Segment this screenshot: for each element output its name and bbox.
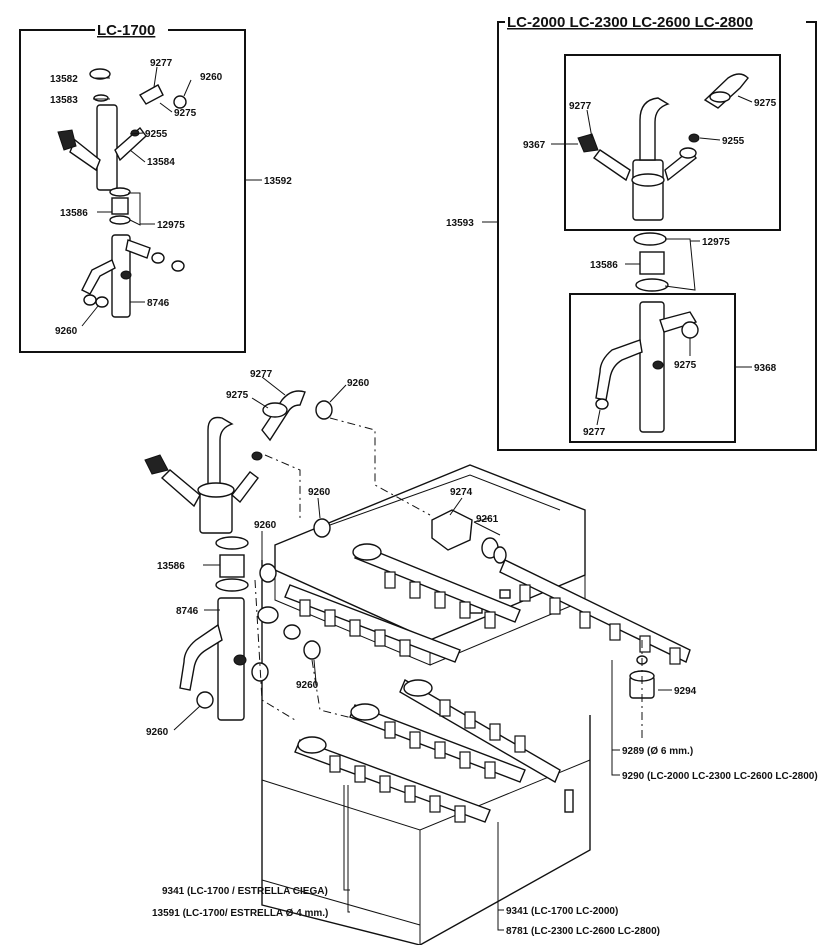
label-9277-lc2000-bottom: 9277 [583, 427, 606, 438]
lc2000-lower-subframe [569, 293, 736, 443]
lc2000-frame [497, 21, 817, 451]
label-9255-lc1700: 9255 [145, 129, 168, 140]
main-manifold [144, 390, 655, 721]
label-9289: 9289 (Ø 6 mm.) [622, 746, 693, 757]
label-8746-main: 8746 [176, 606, 199, 617]
label-9294: 9294 [674, 686, 697, 697]
lc2000-title: LC-2000 LC-2300 LC-2600 LC-2800 [507, 14, 753, 31]
label-13586-main: 13586 [157, 561, 185, 572]
label-9277-main: 9277 [250, 369, 273, 380]
label-9260-main-mid: 9260 [308, 487, 331, 498]
label-9260-main-bottom: 9260 [146, 727, 169, 738]
label-9275-lc2000-bottom: 9275 [674, 360, 697, 371]
label-9260-lc1700-bottom: 9260 [55, 326, 78, 337]
lc1700-frame [19, 29, 246, 353]
label-13583: 13583 [50, 95, 78, 106]
label-9290: 9290 (LC-2000 LC-2300 LC-2600 LC-2800) [622, 771, 818, 782]
label-13586-lc2000: 13586 [590, 260, 618, 271]
label-9260-main-top: 9260 [347, 378, 370, 389]
label-9277-lc2000-top: 9277 [569, 101, 592, 112]
label-12975-lc2000: 12975 [702, 237, 730, 248]
label-8781: 8781 (LC-2300 LC-2600 LC-2800) [506, 926, 660, 937]
label-9261: 9261 [476, 514, 499, 525]
label-12975-lc1700: 12975 [157, 220, 185, 231]
label-9367: 9367 [523, 140, 546, 151]
label-9260-main-left: 9260 [254, 520, 277, 531]
label-9341-estrella-ciega: 9341 (LC-1700 / ESTRELLA CIEGA) [162, 886, 328, 897]
label-9274: 9274 [450, 487, 473, 498]
label-9277-lc1700: 9277 [150, 58, 173, 69]
lc1700-inset: LC-1700 [19, 22, 292, 353]
label-9368: 9368 [754, 363, 777, 374]
dash-dot-paths [254, 417, 643, 740]
lc1700-title: LC-1700 [97, 22, 155, 39]
label-13591: 13591 (LC-1700/ ESTRELLA Ø 4 mm.) [152, 908, 328, 919]
label-13592: 13592 [264, 176, 292, 187]
label-9275-lc2000-top: 9275 [754, 98, 777, 109]
label-9260-main-lower: 9260 [296, 680, 319, 691]
lc2000-inset: LC-2000 LC-2300 LC-2600 LC-2800 [446, 14, 817, 451]
label-13582: 13582 [50, 74, 78, 85]
lc2000-upper-manifold [577, 73, 749, 221]
lc2000-upper-subframe [564, 54, 781, 231]
lc2000-lower-manifold [595, 301, 699, 433]
label-13586-lc1700: 13586 [60, 208, 88, 219]
lc2000-coupling [633, 232, 669, 292]
label-9255-lc2000: 9255 [722, 136, 745, 147]
label-9260-lc1700-top: 9260 [200, 72, 223, 83]
label-13593: 13593 [446, 218, 474, 229]
lc1700-manifold [57, 68, 187, 318]
label-8746-lc1700: 8746 [147, 298, 170, 309]
label-13584: 13584 [147, 157, 175, 168]
label-9275-lc1700: 9275 [174, 108, 197, 119]
main-leaders [173, 376, 672, 931]
label-9341-lc1700-lc2000: 9341 (LC-1700 LC-2000) [506, 906, 618, 917]
label-9275-main: 9275 [226, 390, 249, 401]
spray-arms [284, 509, 691, 823]
